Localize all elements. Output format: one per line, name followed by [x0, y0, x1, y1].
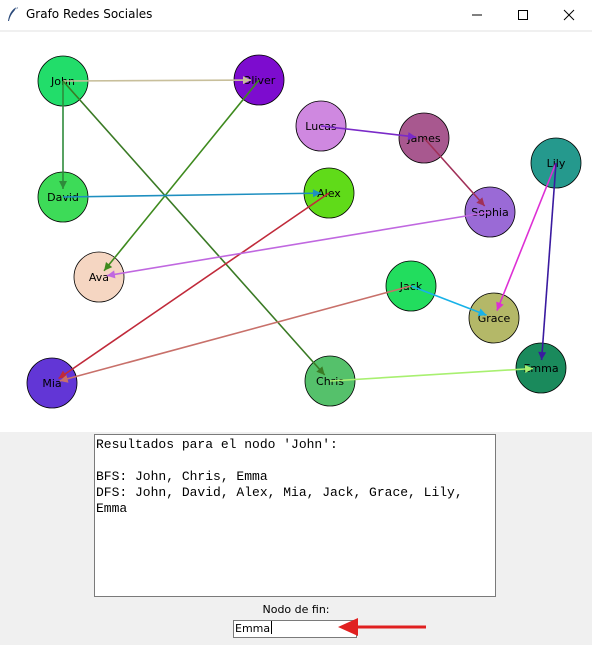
node-label: Ava — [89, 271, 109, 284]
graph-canvas[interactable]: JohnOliverDavidLucasJamesLilyAlexSophiaA… — [0, 32, 592, 432]
edge-arrowhead — [59, 181, 67, 189]
close-icon — [563, 9, 575, 21]
end-node-input[interactable]: Emma — [233, 620, 357, 638]
edge-arrowhead — [407, 132, 417, 141]
minimize-icon — [472, 14, 482, 16]
nodes-layer: JohnOliverDavidLucasJamesLilyAlexSophiaA… — [26, 54, 582, 409]
annotation-arrow-icon — [338, 618, 426, 636]
node-label: David — [47, 191, 79, 204]
edge-lily-emma — [538, 162, 557, 361]
end-node-value: Emma — [235, 622, 271, 635]
node-grace[interactable]: Grace — [468, 292, 520, 344]
text-caret — [271, 621, 273, 634]
close-button[interactable] — [546, 0, 592, 30]
graph-svg: JohnOliverDavidLucasJamesLilyAlexSophiaA… — [26, 54, 582, 409]
edge-lily-grace — [496, 162, 557, 311]
node-mia[interactable]: Mia — [26, 357, 78, 409]
edge-arrowhead — [524, 364, 534, 373]
edge-line — [496, 162, 557, 311]
edges-layer — [58, 76, 557, 383]
edge-arrowhead — [104, 262, 113, 271]
edge-line — [62, 192, 322, 198]
end-node-label: Nodo de fin: — [262, 603, 330, 616]
edge-chris-emma — [329, 364, 534, 382]
maximize-icon — [518, 10, 528, 20]
edge-john-chris — [62, 80, 326, 376]
edge-lucas-james — [320, 125, 417, 141]
edge-arrowhead — [477, 308, 487, 316]
edge-john-david — [59, 81, 67, 189]
node-label: Mia — [42, 377, 61, 390]
edge-line — [59, 285, 412, 382]
node-circle — [26, 357, 78, 409]
edge-david-alex — [62, 189, 322, 198]
node-ava[interactable]: Ava — [73, 251, 125, 303]
edge-arrowhead — [106, 270, 116, 279]
edge-jack-mia — [59, 285, 412, 383]
title-bar: Grafo Redes Sociales — [0, 0, 592, 30]
edge-line — [410, 285, 487, 316]
edge-line — [62, 79, 252, 82]
edge-sophia-ava — [106, 211, 491, 279]
edge-line — [329, 367, 534, 382]
edge-line — [540, 162, 557, 361]
results-textbox[interactable]: Resultados para el nodo 'John': BFS: Joh… — [94, 434, 496, 597]
edge-oliver-ava — [103, 79, 260, 272]
edge-line — [320, 125, 417, 138]
edge-arrowhead — [316, 366, 325, 376]
edge-line — [58, 192, 330, 380]
edge-john-oliver — [62, 76, 252, 85]
node-emma[interactable]: Emma — [515, 342, 567, 394]
edge-arrowhead — [242, 76, 252, 85]
edge-arrowhead — [496, 301, 504, 311]
edge-james-sophia — [423, 137, 486, 207]
edge-arrowhead — [59, 374, 69, 383]
window-title: Grafo Redes Sociales — [26, 7, 153, 21]
edge-line — [423, 137, 486, 207]
node-circle — [468, 292, 520, 344]
edge-line — [62, 80, 326, 376]
edge-line — [106, 211, 491, 277]
edge-arrowhead — [476, 197, 485, 207]
maximize-button[interactable] — [500, 0, 546, 30]
edge-arrowhead — [312, 189, 322, 198]
edge-jack-grace — [410, 285, 487, 316]
node-circle — [73, 251, 125, 303]
feather-icon — [6, 6, 20, 22]
node-label: Emma — [523, 362, 558, 375]
minimize-button[interactable] — [454, 0, 500, 30]
node-circle — [515, 342, 567, 394]
edge-arrowhead — [538, 351, 547, 361]
edge-line — [103, 79, 260, 272]
